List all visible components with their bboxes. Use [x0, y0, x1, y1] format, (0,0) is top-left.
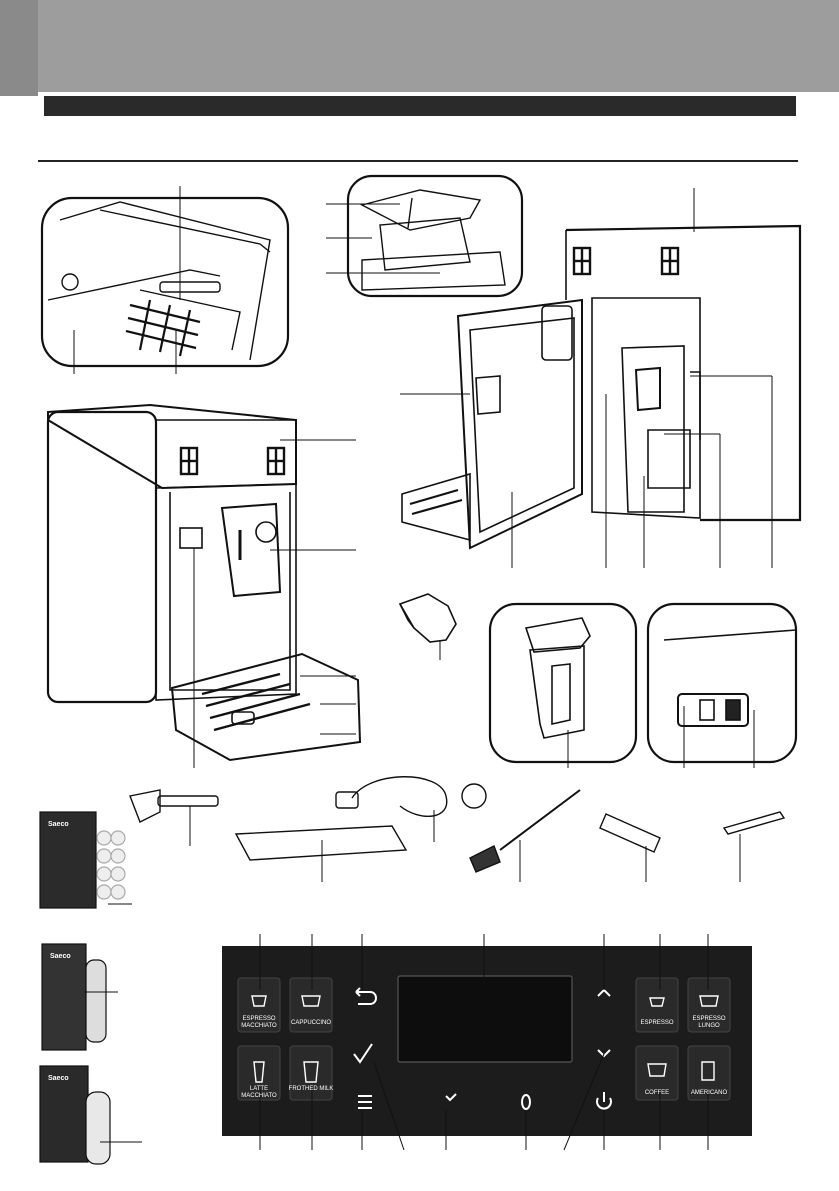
espresso-macchiato-label: ESPRESSO MACCHIATO — [241, 1016, 277, 1029]
cappuccino-icon — [301, 995, 321, 1007]
callouts-top-middle — [326, 203, 440, 274]
espresso-label: ESPRESSO — [640, 1020, 674, 1026]
power-icon — [596, 1092, 612, 1110]
machine-front-view — [46, 403, 362, 762]
accessories-row — [129, 776, 786, 882]
title-bar — [44, 96, 796, 116]
callouts-front-view — [193, 439, 356, 768]
callouts-top-left — [73, 186, 181, 374]
espresso-icon — [649, 997, 665, 1007]
favorite-star-icon — [445, 1093, 457, 1102]
saeco-logo: Saeco — [48, 1075, 69, 1082]
power-socket-inset — [646, 602, 798, 768]
header-band — [0, 0, 839, 92]
header-tab — [0, 0, 38, 96]
maintenance-products — [39, 811, 142, 1165]
callouts-open-view — [400, 188, 773, 568]
espresso-macchiato-icon — [251, 995, 267, 1007]
machine-open-view — [401, 224, 802, 550]
ok-check-icon — [353, 1043, 373, 1064]
detail-inset-top-left — [40, 196, 290, 368]
coffee-spout-part — [398, 593, 457, 660]
detail-inset-top-middle — [346, 174, 524, 298]
cappuccino-label: CAPPUCCINO — [290, 1020, 331, 1026]
americano-label: AMERICANO — [690, 1090, 728, 1096]
espresso-lungo-label: ESPRESSO LUNGO — [692, 1016, 726, 1029]
section-rule — [38, 160, 798, 162]
latte-macchiato-icon — [253, 1061, 265, 1083]
espresso-lungo-icon — [699, 995, 719, 1007]
callouts-control-panel — [259, 934, 709, 1151]
back-icon — [355, 987, 377, 1005]
milk-carafe-inset — [488, 602, 638, 768]
frothed-milk-icon — [303, 1061, 319, 1083]
menu-list-icon — [358, 1095, 372, 1109]
saeco-logo: Saeco — [48, 821, 69, 828]
frothed-milk-label: FROTHED MILK — [288, 1086, 334, 1092]
coffee-label: COFFEE — [644, 1090, 670, 1096]
coffee-icon — [647, 1063, 667, 1077]
coffee-bean-icon — [521, 1094, 531, 1110]
saeco-logo: Saeco — [50, 953, 71, 960]
latte-macchiato-label: LATTE MACCHIATO — [241, 1086, 277, 1099]
americano-icon — [701, 1061, 715, 1081]
saeco-logos: Saeco Saeco Saeco — [48, 821, 71, 1082]
down-arrow-icon — [597, 1049, 611, 1058]
control-panel — [222, 946, 752, 1136]
